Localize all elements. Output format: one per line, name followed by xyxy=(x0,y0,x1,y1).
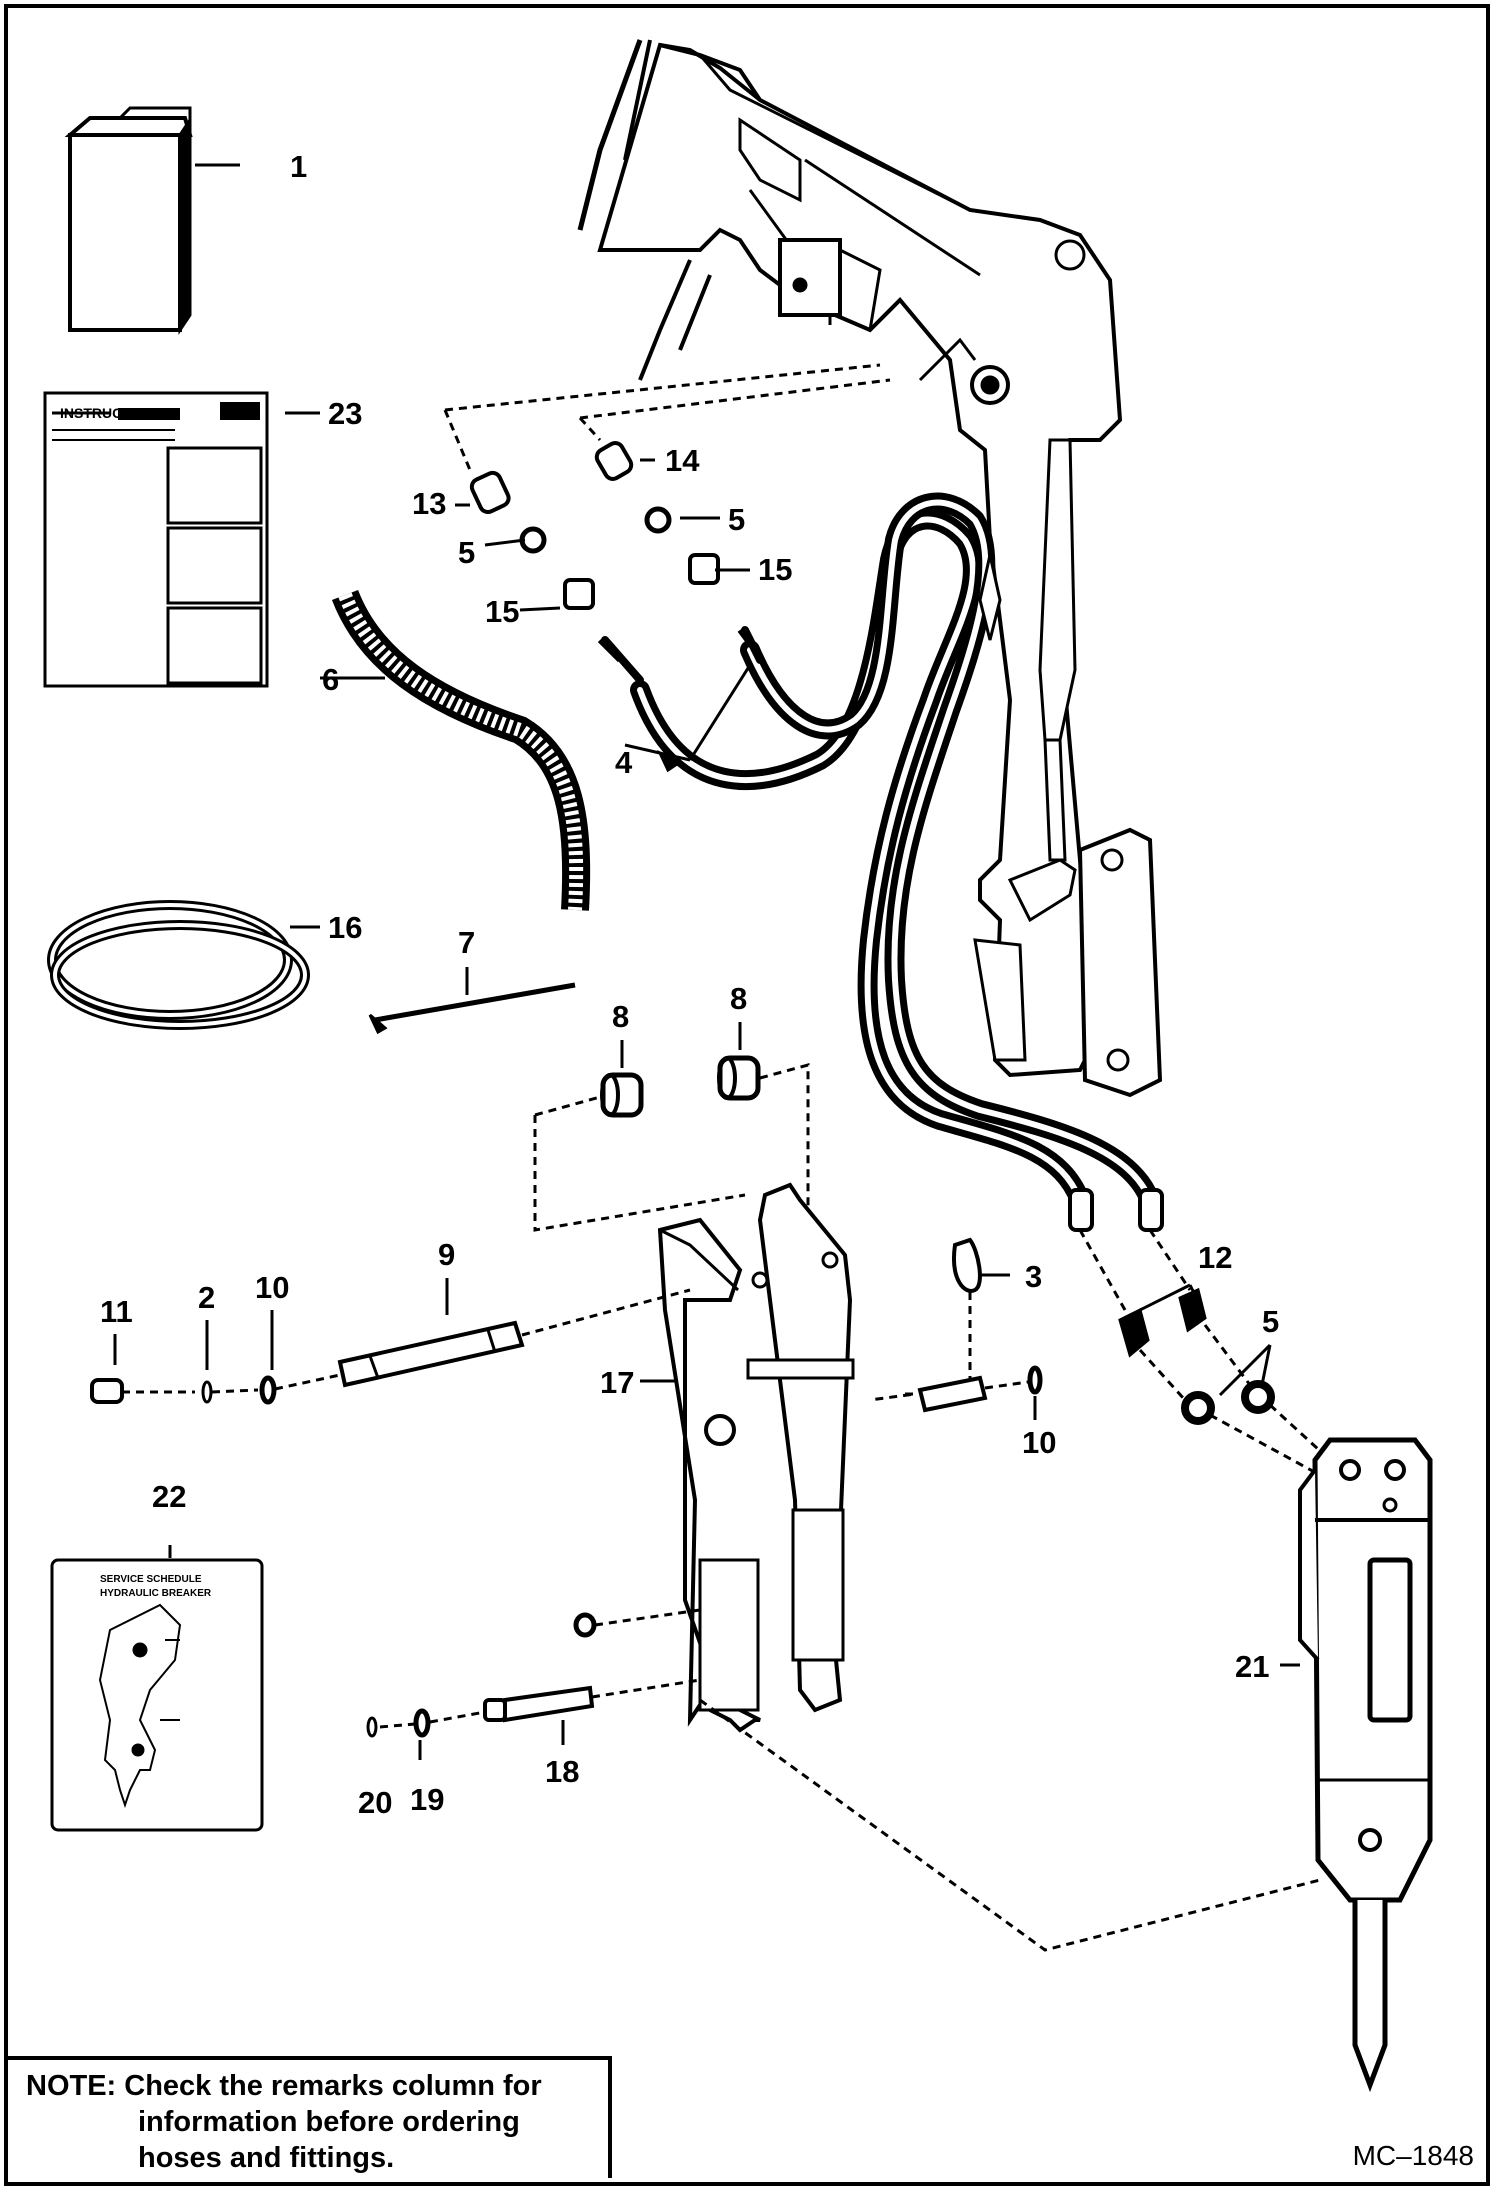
callout-1: 1 xyxy=(290,149,307,184)
hydraulic-hoses xyxy=(601,492,1164,1232)
callout-6: 6 xyxy=(322,662,339,697)
box-part xyxy=(64,106,240,335)
figure-code: MC–1848 xyxy=(1352,2140,1474,2171)
callout-7: 7 xyxy=(458,925,475,960)
pin-assembly-right xyxy=(869,1237,1043,1420)
callout-11: 11 xyxy=(100,1294,133,1329)
fittings-right xyxy=(1078,1229,1332,1477)
instructions-heading: INSTRUCTIONS xyxy=(60,405,165,421)
leader-lines xyxy=(455,458,752,773)
cable-tie xyxy=(368,967,576,1035)
coiled-hose xyxy=(47,900,320,1030)
callout-15-right: 15 xyxy=(758,552,792,587)
callout-labels: 1 23 13 14 5 5 15 15 6 4 16 7 8 8 9 11 2… xyxy=(100,149,1279,1820)
callout-17: 17 xyxy=(600,1365,634,1400)
callout-5-lower: 5 xyxy=(1262,1304,1279,1339)
callout-9: 9 xyxy=(438,1237,455,1272)
decal-title-line1: SERVICE SCHEDULE xyxy=(100,1574,202,1585)
callout-22: 22 xyxy=(152,1479,186,1514)
callout-12: 12 xyxy=(1198,1240,1232,1275)
callout-20: 20 xyxy=(358,1785,392,1820)
callout-3: 3 xyxy=(1025,1259,1042,1294)
decal-title-line2: HYDRAULIC BREAKER xyxy=(100,1588,212,1599)
callout-21: 21 xyxy=(1235,1649,1269,1684)
callout-8-right: 8 xyxy=(730,981,747,1016)
callout-14: 14 xyxy=(665,443,700,478)
pin-assembly-left xyxy=(90,1278,691,1405)
service-decal xyxy=(50,1545,264,1832)
callout-15-left: 15 xyxy=(485,594,519,629)
hydraulic-breaker xyxy=(1280,1437,1433,2093)
callout-13: 13 xyxy=(412,486,446,521)
callout-8-left: 8 xyxy=(612,999,629,1034)
callout-5-left: 5 xyxy=(458,535,475,570)
page-border xyxy=(4,4,1490,2186)
callout-18: 18 xyxy=(545,1754,579,1789)
note-line-3: hoses and fittings. xyxy=(138,2142,395,2174)
callout-19: 19 xyxy=(410,1782,444,1817)
callout-5-right: 5 xyxy=(728,502,745,537)
callout-10-left: 10 xyxy=(255,1270,289,1305)
callout-10-right: 10 xyxy=(1022,1425,1056,1460)
callout-4: 4 xyxy=(615,745,633,780)
note-line-2: information before ordering xyxy=(138,2106,520,2138)
callout-23: 23 xyxy=(328,396,362,431)
bolt-assembly xyxy=(366,1608,1321,1952)
loader-arm xyxy=(577,39,1163,1098)
instructions-sheet xyxy=(43,391,320,688)
hose-sleeve xyxy=(320,589,591,911)
ordering-note: NOTE: Check the remarks column for infor… xyxy=(8,2056,612,2178)
callout-16: 16 xyxy=(328,910,362,945)
callout-2: 2 xyxy=(198,1280,215,1315)
note-line-1: NOTE: Check the remarks column for xyxy=(26,2070,542,2102)
mounting-bracket xyxy=(640,1182,855,1733)
